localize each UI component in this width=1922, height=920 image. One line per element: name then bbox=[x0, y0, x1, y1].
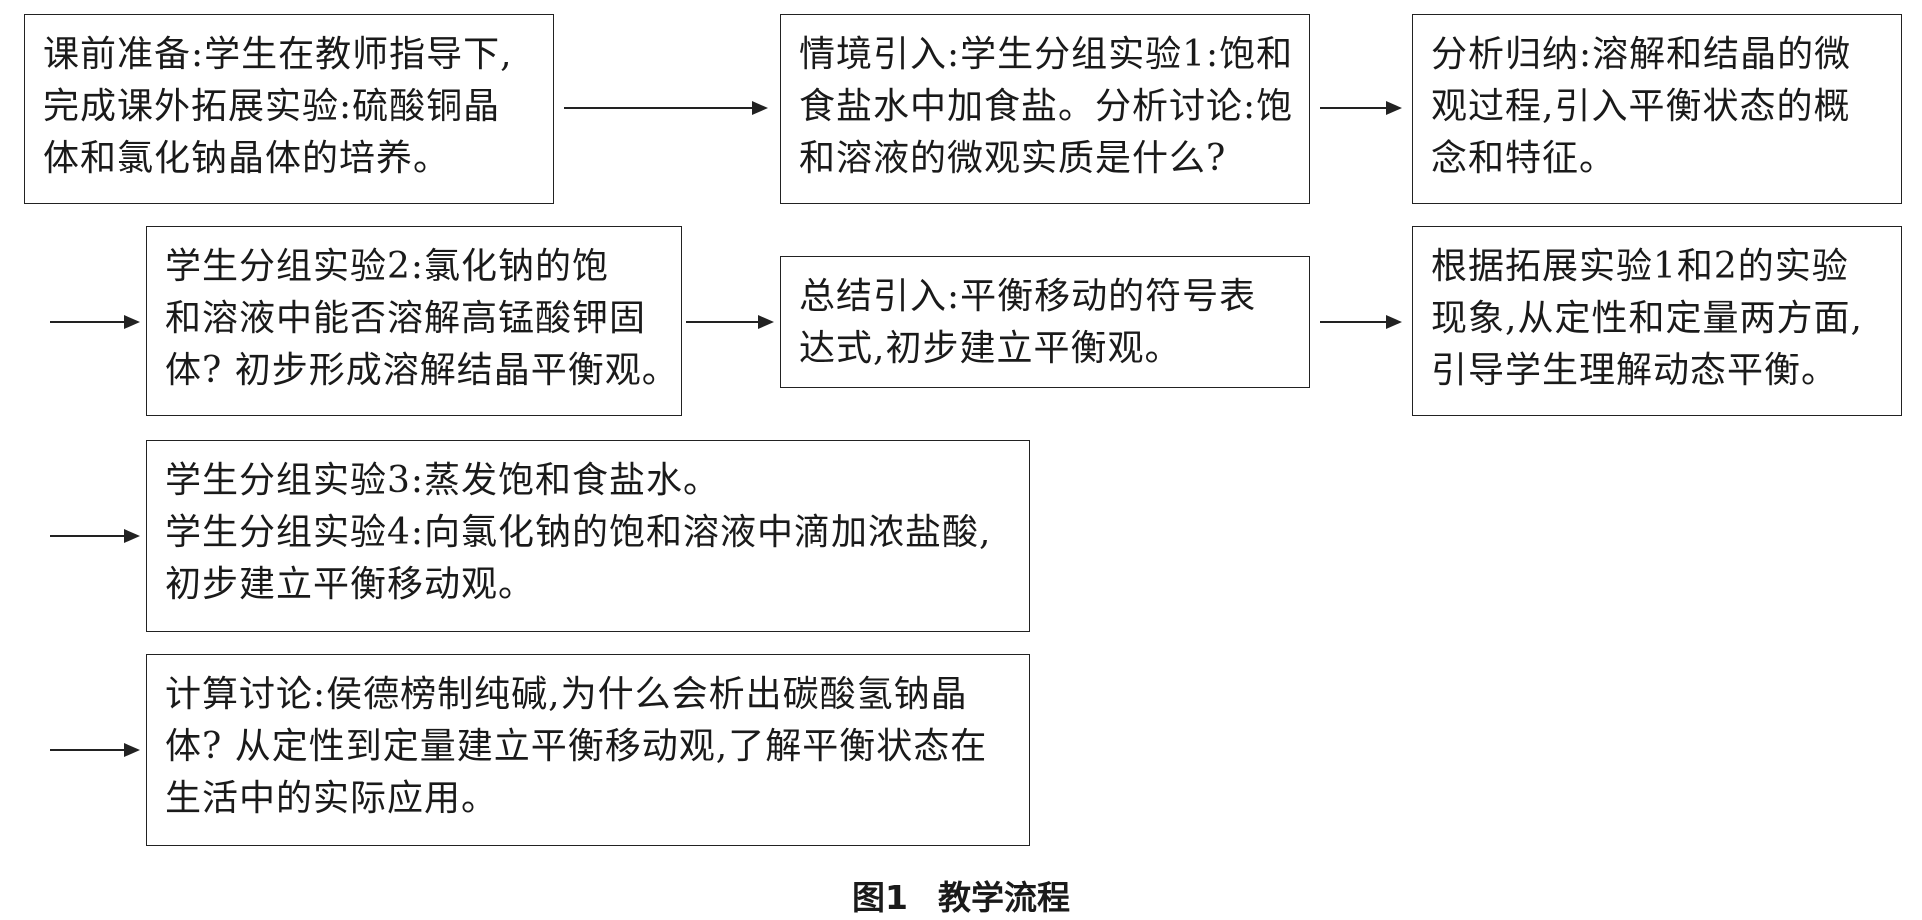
step-text-line: 总结引入:平衡移动的符号表 bbox=[799, 276, 1257, 317]
arrow-right-icon bbox=[564, 101, 768, 115]
step-box-group-experiment-2: 学生分组实验2:氯化钠的饱 和溶液中能否溶解高锰酸钾固 体? 初步形成溶解结晶平… bbox=[146, 226, 682, 416]
step-text-line: 学生分组实验4:向氯化钠的饱和溶液中滴加浓盐酸, bbox=[165, 512, 992, 553]
step-text-line: 分析归纳:溶解和结晶的微 bbox=[1431, 34, 1852, 75]
step-text-line: 生活中的实际应用。 bbox=[165, 778, 499, 819]
step-box-preparation: 课前准备:学生在教师指导下, 完成课外拓展实验:硫酸铜晶 体和氯化钠晶体的培养。 bbox=[24, 14, 554, 204]
step-text-line: 达式,初步建立平衡观。 bbox=[799, 328, 1182, 369]
arrow-right-icon bbox=[1320, 101, 1402, 115]
step-text-line: 体和氯化钠晶体的培养。 bbox=[43, 138, 451, 179]
step-text-line: 完成课外拓展实验:硫酸铜晶 bbox=[43, 86, 501, 127]
step-text-line: 学生分组实验2:氯化钠的饱 bbox=[165, 246, 610, 287]
step-text-line: 现象,从定性和定量两方面, bbox=[1431, 298, 1863, 339]
figure-title: 教学流程 bbox=[937, 878, 1070, 917]
step-box-analysis-induction: 分析归纳:溶解和结晶的微 观过程,引入平衡状态的概 念和特征。 bbox=[1412, 14, 1902, 204]
arrow-right-icon bbox=[686, 315, 774, 329]
step-box-calculation-discussion: 计算讨论:侯德榜制纯碱,为什么会析出碳酸氢钠晶 体? 从定性到定量建立平衡移动观… bbox=[146, 654, 1030, 846]
step-text-line: 计算讨论:侯德榜制纯碱,为什么会析出碳酸氢钠晶 bbox=[165, 674, 968, 715]
step-text-line: 课前准备:学生在教师指导下, bbox=[43, 34, 513, 75]
step-box-dynamic-equilibrium: 根据拓展实验1和2的实验 现象,从定性和定量两方面, 引导学生理解动态平衡。 bbox=[1412, 226, 1902, 416]
step-text-line: 学生分组实验3:蒸发饱和食盐水。 bbox=[165, 460, 721, 501]
step-box-group-experiments-3-4: 学生分组实验3:蒸发饱和食盐水。 学生分组实验4:向氯化钠的饱和溶液中滴加浓盐酸… bbox=[146, 440, 1030, 632]
figure-label: 图1 bbox=[852, 878, 908, 917]
step-text-line: 观过程,引入平衡状态的概 bbox=[1431, 86, 1851, 127]
step-text-line: 念和特征。 bbox=[1431, 138, 1617, 179]
step-box-summary-intro: 总结引入:平衡移动的符号表 达式,初步建立平衡观。 bbox=[780, 256, 1310, 388]
arrow-right-icon bbox=[1320, 315, 1402, 329]
arrow-right-icon bbox=[50, 529, 140, 543]
step-text-line: 和溶液中能否溶解高锰酸钾固 bbox=[165, 298, 647, 339]
step-text-line: 引导学生理解动态平衡。 bbox=[1431, 350, 1839, 391]
step-text-line: 体? 初步形成溶解结晶平衡观。 bbox=[165, 350, 679, 391]
arrow-right-icon bbox=[50, 743, 140, 757]
step-text-line: 根据拓展实验1和2的实验 bbox=[1431, 246, 1849, 287]
arrow-right-icon bbox=[50, 315, 140, 329]
step-text-line: 和溶液的微观实质是什么? bbox=[799, 138, 1227, 179]
step-text-line: 情境引入:学生分组实验1:饱和 bbox=[799, 34, 1294, 75]
step-text-line: 食盐水中加食盐。分析讨论:饱 bbox=[799, 86, 1294, 127]
figure-caption: 图1 教学流程 bbox=[0, 878, 1922, 918]
step-text-line: 初步建立平衡移动观。 bbox=[165, 564, 536, 605]
step-box-situation-intro: 情境引入:学生分组实验1:饱和 食盐水中加食盐。分析讨论:饱 和溶液的微观实质是… bbox=[780, 14, 1310, 204]
step-text-line: 体? 从定性到定量建立平衡移动观,了解平衡状态在 bbox=[165, 726, 988, 767]
